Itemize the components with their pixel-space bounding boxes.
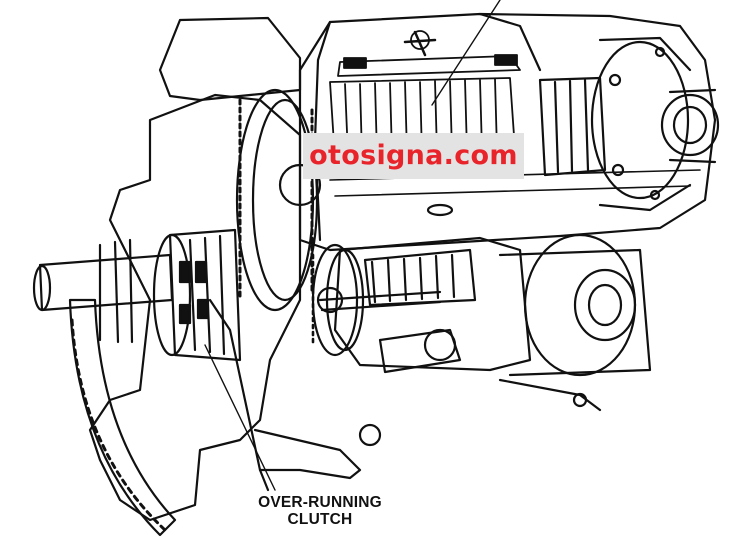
clutch-label-line2: CLUTCH: [287, 511, 353, 528]
ring-gear-segment: [68, 298, 177, 537]
armature: [329, 30, 521, 161]
reduction-gear: [235, 88, 322, 312]
solenoid-assembly: [316, 233, 652, 447]
watermark-banner: otosigna.com: [303, 133, 524, 179]
armature-leader-line: [431, 0, 501, 106]
mounting-flange: [158, 16, 302, 102]
clutch-label-line1: OVER-RUNNING: [258, 494, 382, 511]
over-running-clutch-label: OVER-RUNNING CLUTCH: [230, 494, 410, 528]
commutator-end: [538, 36, 720, 212]
output-shaft: [32, 238, 174, 344]
over-running-clutch: [152, 228, 242, 362]
motor-frame: [298, 12, 717, 252]
clutch-leader-line: [204, 344, 276, 491]
